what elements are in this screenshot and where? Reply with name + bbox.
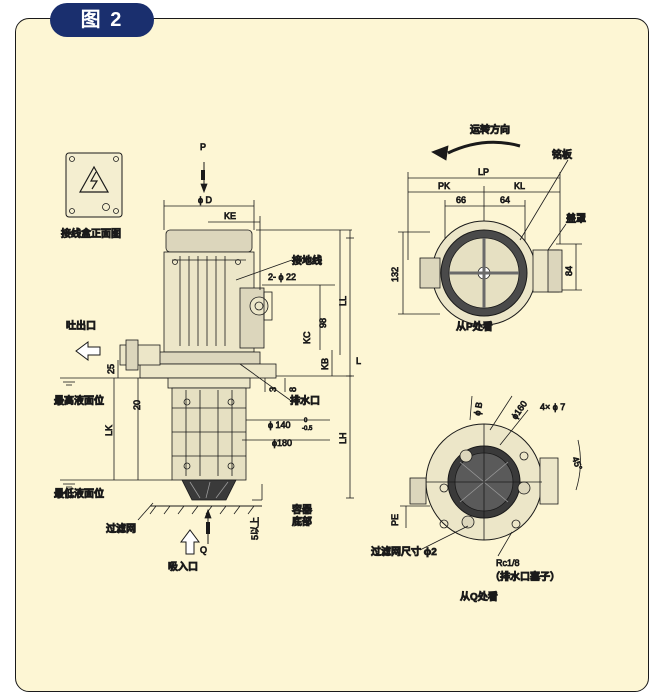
dim-98: 98 [318,318,328,328]
dim-phi-140: ϕ 140 [268,420,291,430]
drain-plug-label-1: Rc1/8 [496,558,520,568]
dim-66: 66 [456,195,466,205]
dim-20: 20 [132,400,142,410]
dim-phi-d: ϕ D [198,195,213,205]
dim-84: 84 [564,266,574,276]
ground-wire-label: 接地线 [292,254,322,267]
dim-phi-140-tol-bot: -0.5 [302,426,313,432]
dim-kc: KC [302,331,312,344]
container-bottom-label-2: 底部 [292,515,312,528]
dim-5-or-more: 5以上 [250,517,260,540]
filter-net-label: 过滤网 [106,522,136,535]
container-bottom-label-1: 容器 [291,503,313,516]
dim-132: 132 [390,267,400,282]
dim-phi-160: ϕ160 [509,399,529,421]
view-from-q-label: 从Q处看 [460,590,498,603]
dim-kb: KB [320,358,330,370]
dim-pk: PK [438,181,450,191]
dim-kl: KL [514,181,525,191]
terminal-box-front-view [65,152,123,218]
dim-pe: PE [390,514,400,526]
dim-ll: LL [338,296,348,306]
dim-ke: KE [224,211,236,221]
filter-mesh-size-label: 过滤网尺寸 ϕ2 [371,545,437,558]
warning-icon [78,165,110,193]
drain-plug-label-2: （排水口塞子） [490,570,560,583]
rotation-direction-label: 运转方向 [470,123,510,136]
dim-2-phi-22: 2- ϕ 22 [268,272,296,282]
min-liquid-level-label: 最低液面位 [54,487,104,500]
dim-25: 25 [106,364,116,374]
drain-port-label: 排水口 [290,394,320,407]
terminal-box-front-label: 接线盒正面图 [61,227,121,240]
dim-lh: LH [338,432,348,444]
discharge-port-label: 吐出口 [66,319,96,332]
dim-l: L [356,356,361,366]
dim-phi-180: ϕ180 [272,438,292,448]
dim-phi-b: ϕ B [472,401,484,416]
dim-p: P [200,142,206,152]
bottom-view-from-q [400,395,581,557]
dim-3: 3 [268,387,278,392]
figure-tab: 图 2 [50,3,154,37]
dim-q: Q [200,545,207,555]
suction-port-label: 吸入口 [168,561,198,573]
dim-4-phi-7: 4× ϕ 7 [540,402,565,412]
pump-side-view [60,162,354,555]
top-view-from-p [398,140,582,326]
dim-8: 8 [288,387,298,392]
nameplate-label: 铭板 [552,148,573,161]
view-from-p-label: 从P处看 [456,320,493,333]
dim-45-deg: 45° [570,455,584,472]
dim-phi-140-tol-top: 0 [304,418,308,424]
dim-lp: LP [478,167,489,177]
dim-64: 64 [500,195,510,205]
cover-label: 盖罩 [566,212,586,225]
max-liquid-level-label: 最高液面位 [54,394,104,407]
dim-lk: LK [104,425,114,436]
